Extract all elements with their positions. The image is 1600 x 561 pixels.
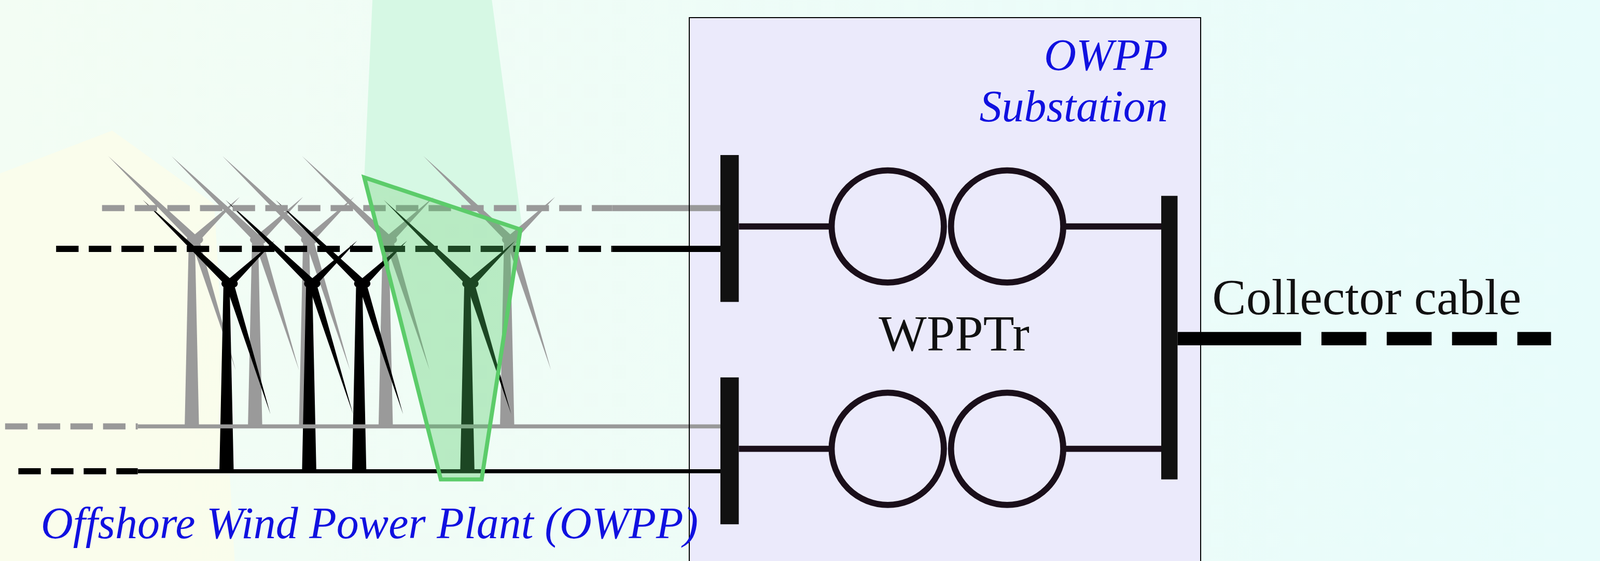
busbar: [720, 155, 739, 302]
transformer-label: WPPTr: [878, 305, 1030, 363]
turbine-blade: [142, 200, 233, 287]
wind-turbine: [142, 200, 275, 472]
wind-turbine: [222, 156, 355, 427]
substation-heading: OWPP Substation: [924, 29, 1168, 133]
transformer-lead: [1063, 223, 1164, 230]
cable-label: Collector cable: [1212, 269, 1522, 326]
feeder-cable: [611, 204, 721, 212]
turbine-tower: [219, 283, 234, 472]
turbine-nacelle: [354, 278, 371, 289]
turbine-highlight: [364, 177, 521, 480]
wind-turbine: [108, 156, 241, 427]
substation-box: OWPP Substation: [688, 17, 1202, 561]
wind-turbine: [225, 200, 358, 472]
turbine-tower: [301, 283, 317, 472]
wind-turbine: [171, 156, 304, 427]
transformer-winding: [951, 170, 1064, 283]
turbine-blade: [275, 200, 366, 287]
plant-region: [0, 130, 235, 561]
transformer-lead: [738, 446, 832, 453]
turbine-tower: [247, 239, 263, 427]
feeder-cable: [56, 245, 612, 253]
turbine-blade: [225, 200, 316, 287]
turbine-tower: [352, 283, 367, 472]
turbine-blade: [254, 238, 299, 371]
busbar: [720, 377, 739, 525]
transformer-lead: [1063, 446, 1164, 453]
busbar: [1161, 196, 1178, 480]
feeder-cable: [102, 204, 613, 212]
turbine-blade: [225, 282, 271, 415]
turbine-blade: [308, 282, 354, 415]
transformer-winding: [951, 392, 1064, 505]
transformer-winding: [831, 170, 944, 283]
substation-fill: [688, 17, 1202, 561]
turbine-nacelle: [221, 278, 238, 289]
collector-cable: [1321, 331, 1552, 346]
collector-cable: [1177, 331, 1301, 346]
feeder-cable: [18, 468, 138, 475]
turbine-nacelle: [303, 278, 320, 289]
transformer-winding: [831, 392, 944, 505]
transformer-lead: [738, 223, 832, 230]
turbine-tower: [184, 239, 200, 427]
feeder-cable: [611, 245, 721, 253]
plant-label: Offshore Wind Power Plant (OWPP): [40, 498, 699, 549]
feeder-cable: [137, 469, 721, 474]
turbine-blade: [222, 156, 313, 243]
turbine-blade: [171, 156, 262, 243]
feeder-cable: [5, 423, 138, 430]
